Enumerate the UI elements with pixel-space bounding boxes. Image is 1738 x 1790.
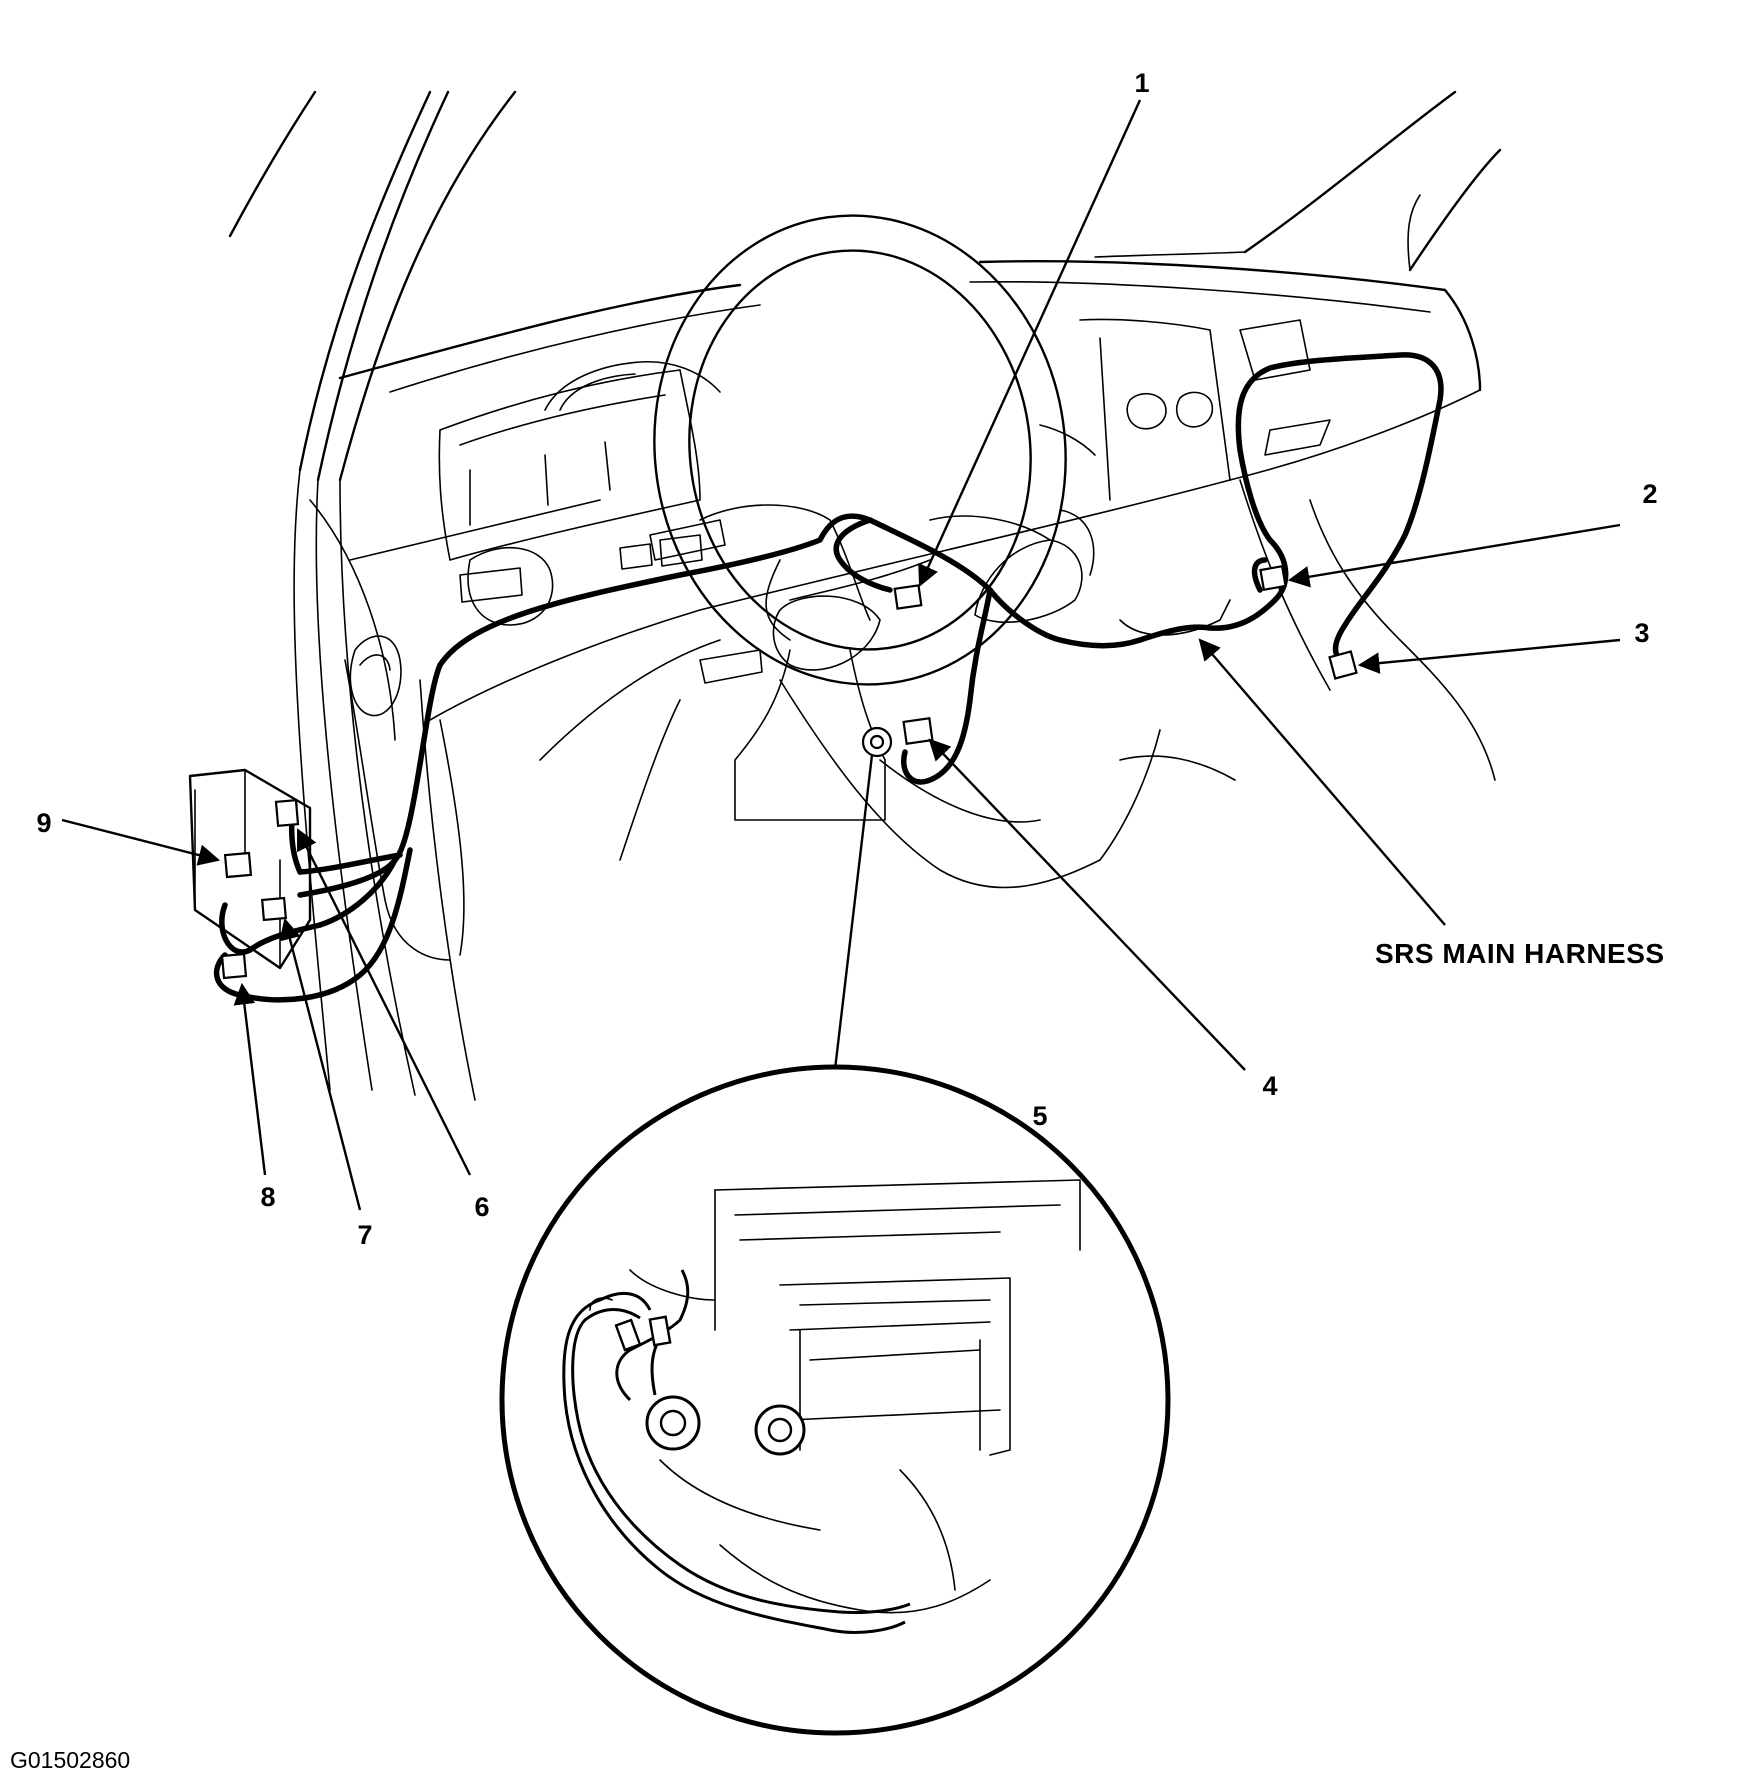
callout-8: 8	[260, 1182, 275, 1212]
connector-2	[1259, 564, 1287, 592]
a-pillar-outline	[228, 90, 517, 1101]
detail-magnifier	[499, 1064, 1171, 1736]
connector-1	[893, 584, 923, 610]
steering-wheel	[649, 214, 1096, 821]
windshield-outline	[1094, 90, 1502, 272]
callout-3: 3	[1634, 618, 1649, 648]
srs-main-harness-wire	[213, 352, 1444, 1003]
callout-9: 9	[36, 808, 51, 838]
connector-3	[1328, 650, 1358, 680]
connector-8	[220, 952, 248, 980]
callout-4: 4	[1262, 1071, 1277, 1101]
callout-1: 1	[1134, 68, 1149, 98]
dashboard-outline	[309, 260, 1496, 961]
srs-unit	[188, 768, 312, 970]
figure-code: G01502860	[10, 1747, 130, 1773]
callout-5: 5	[1032, 1101, 1047, 1131]
callout-2: 2	[1642, 479, 1657, 509]
connector-4	[902, 717, 934, 745]
callout-6: 6	[474, 1192, 489, 1222]
connector-6	[274, 798, 300, 828]
callout-7: 7	[357, 1220, 372, 1250]
connector-7	[260, 896, 288, 922]
srs-main-harness-label: SRS MAIN HARNESS	[1375, 938, 1665, 969]
connector-9	[223, 851, 253, 879]
